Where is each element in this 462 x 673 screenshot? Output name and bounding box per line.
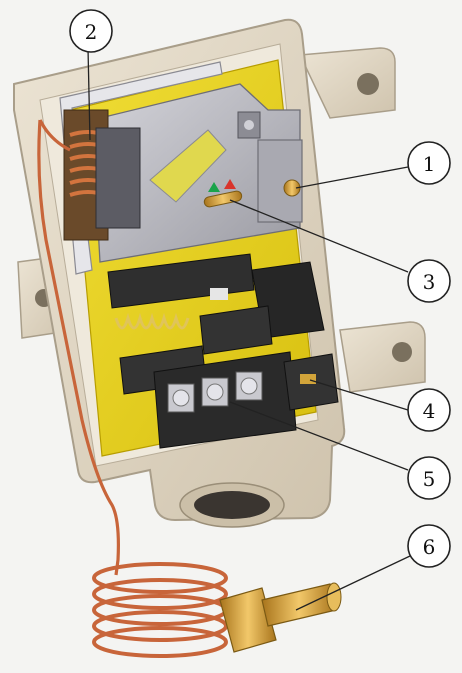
callout-2-label: 2 [85, 20, 98, 44]
capillary-tube [37, 119, 120, 576]
callout-2: 2 [69, 9, 113, 53]
contact-spring [114, 312, 190, 330]
callout-3-label: 3 [423, 270, 436, 294]
callout-6-label: 6 [423, 535, 436, 559]
leader-lines [87, 47, 411, 611]
callout-5: 5 [407, 456, 451, 500]
cable-entry [179, 482, 285, 528]
switch-mechanism [59, 61, 303, 275]
callout-3: 3 [407, 259, 451, 303]
callout-4: 4 [407, 388, 451, 432]
brass-fitting [219, 582, 342, 653]
callout-5-label: 5 [423, 467, 436, 491]
callout-6: 6 [407, 524, 451, 568]
capillary-coil [92, 562, 228, 658]
range-spring [63, 109, 141, 241]
callout-4-label: 4 [423, 399, 436, 423]
callout-1: 1 [407, 141, 451, 185]
terminal-screws [167, 371, 263, 413]
terminal-area [107, 253, 339, 449]
callout-1-label: 1 [423, 152, 436, 176]
